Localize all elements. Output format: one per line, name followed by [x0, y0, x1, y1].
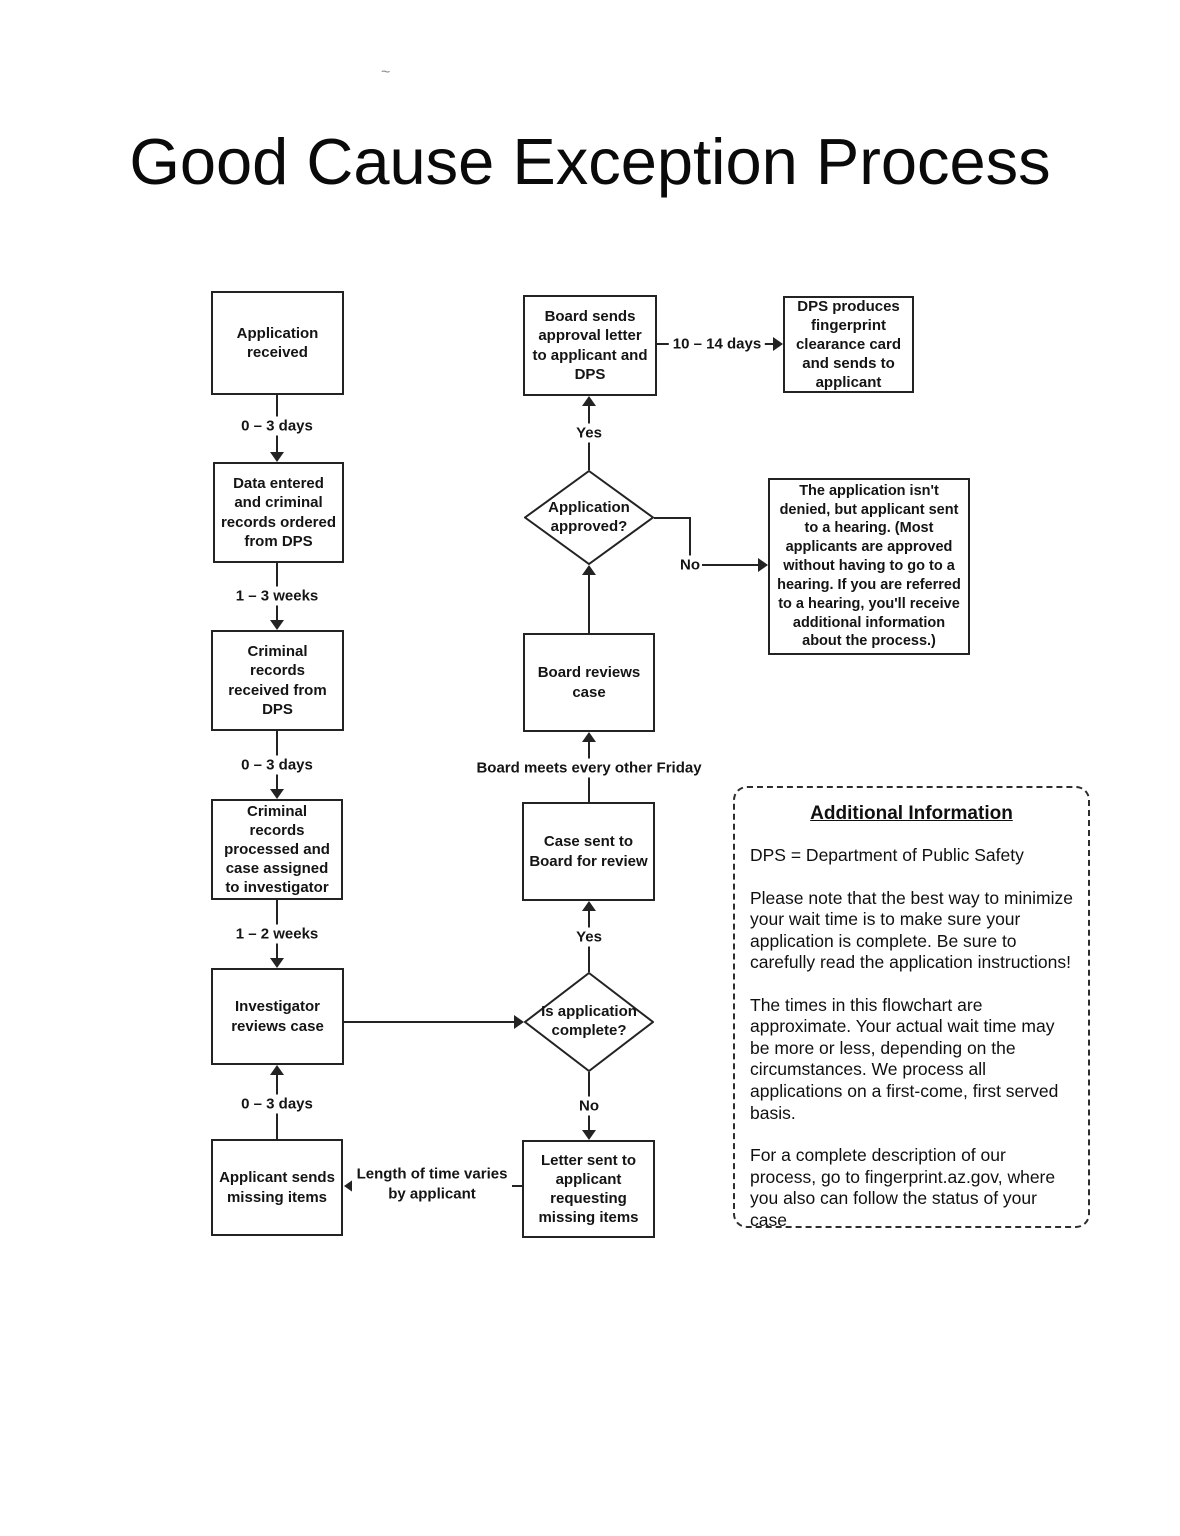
arrowhead-down-icon — [270, 958, 284, 968]
decision-application-approved: Application approved? — [524, 470, 654, 565]
node-investigator-reviews: Investigator reviews case — [211, 968, 344, 1065]
diamond-shape — [524, 470, 654, 565]
decision-application-complete: Is application complete? — [524, 972, 654, 1072]
node-records-processed: Criminal records processed and case assi… — [211, 799, 343, 900]
node-board-sends: Board sends approval letter to applicant… — [523, 295, 657, 396]
edge-label-sends-to-investigator: 0 – 3 days — [237, 1094, 317, 1114]
node-data-entered: Data entered and criminal records ordere… — [213, 462, 344, 563]
edge-label-records-to-processed: 0 – 3 days — [237, 755, 317, 775]
connector-approved-no-v — [689, 517, 691, 557]
node-hearing-note-label: The application isn't denied, but applic… — [777, 482, 961, 650]
arrowhead-right-icon — [773, 337, 783, 351]
arrowhead-right-icon — [514, 1015, 524, 1029]
additional-information-panel: Additional Information DPS = Department … — [733, 786, 1090, 1230]
edge-label-approved-no: No — [676, 555, 704, 575]
node-board-reviews: Board reviews case — [523, 633, 655, 732]
connector-approved-no-h2 — [702, 564, 758, 566]
edge-label-data-to-records: 1 – 3 weeks — [231, 586, 323, 606]
scan-artifact-mark: ~ — [381, 64, 391, 81]
edge-label-letter-to-applicant: Length of time varies by applicant — [352, 1163, 512, 1205]
arrowhead-up-icon — [582, 732, 596, 742]
note-site-text: For a complete description of our proces… — [750, 1145, 1056, 1230]
node-data-entered-label: Data entered and criminal records ordere… — [220, 475, 337, 550]
node-records-processed-label: Criminal records processed and case assi… — [224, 802, 330, 897]
dps-definition-text: DPS = Department of Public Safety — [750, 845, 1024, 866]
node-letter-sent: Letter sent to applicant requesting miss… — [522, 1140, 655, 1238]
connector-reviews-to-approved — [588, 575, 590, 633]
node-records-received-label: Criminal records received from DPS — [228, 643, 327, 718]
node-applicant-sends: Applicant sends missing items — [211, 1139, 343, 1236]
edge-label-complete-no: No — [575, 1096, 603, 1116]
node-application-received-label: Application received — [236, 324, 319, 361]
node-case-sent: Case sent to Board for review — [522, 802, 655, 901]
node-records-received: Criminal records received from DPS — [211, 630, 344, 731]
node-case-sent-label: Case sent to Board for review — [529, 833, 648, 870]
arrowhead-down-icon — [270, 452, 284, 462]
node-board-sends-label: Board sends approval letter to applicant… — [532, 308, 648, 383]
node-applicant-sends-label: Applicant sends missing items — [219, 1169, 335, 1206]
additional-information-heading: Additional Information — [810, 803, 1013, 824]
diamond-shape — [524, 972, 654, 1072]
note-complete-text: Please note that the best way to minimiz… — [750, 887, 1073, 973]
arrowhead-up-icon — [582, 396, 596, 406]
edge-label-processed-to-investigator: 1 – 2 weeks — [231, 924, 323, 944]
arrowhead-up-icon — [270, 1065, 284, 1075]
node-application-received: Application received — [211, 291, 344, 395]
edge-label-board-meeting: Board meets every other Friday — [472, 758, 706, 778]
page-title: Good Cause Exception Process — [129, 125, 1051, 198]
node-letter-sent-label: Letter sent to applicant requesting miss… — [538, 1151, 639, 1227]
node-dps-produces-label: DPS produces fingerprint clearance card … — [795, 297, 902, 392]
edge-label-complete-yes: Yes — [572, 927, 606, 947]
decision-application-complete-label: Is application complete? — [541, 1003, 637, 1039]
node-hearing-note: The application isn't denied, but applic… — [768, 478, 970, 655]
note-times-text: The times in this flowchart are approxim… — [750, 994, 1059, 1123]
node-dps-produces: DPS produces fingerprint clearance card … — [783, 296, 914, 393]
arrowhead-right-icon — [758, 558, 768, 572]
node-investigator-reviews-label: Investigator reviews case — [231, 998, 324, 1035]
connector-investigator-to-complete — [344, 1021, 516, 1023]
arrowhead-up-icon — [582, 901, 596, 911]
arrowhead-down-icon — [270, 620, 284, 630]
node-board-reviews-label: Board reviews case — [537, 664, 641, 701]
connector-approved-no-h1 — [654, 517, 691, 519]
arrowhead-left-icon — [344, 1179, 354, 1193]
decision-application-approved-label: Application approved? — [548, 498, 630, 535]
edge-label-approved-yes: Yes — [572, 423, 606, 443]
edge-label-approval-to-card: 10 – 14 days — [668, 334, 766, 354]
arrowhead-down-icon — [582, 1130, 596, 1140]
edge-label-received-to-data: 0 – 3 days — [237, 416, 317, 436]
arrowhead-down-icon — [270, 789, 284, 799]
arrowhead-up-icon — [582, 565, 596, 575]
